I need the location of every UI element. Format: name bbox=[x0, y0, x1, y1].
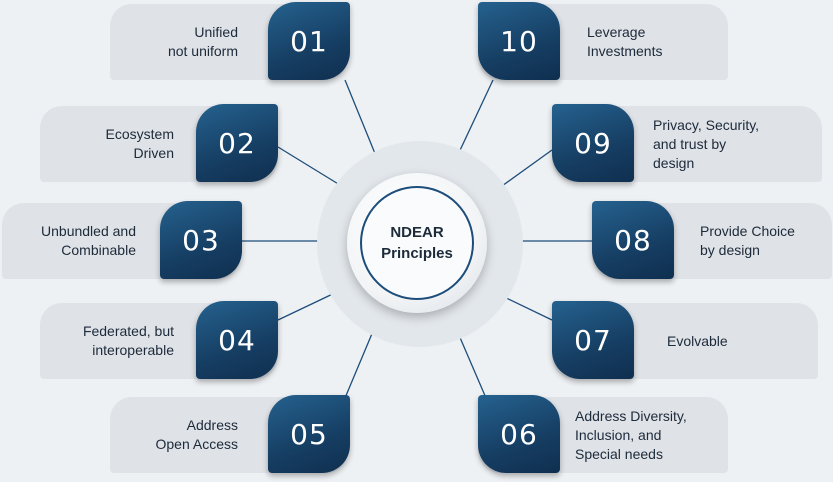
principle-label-line: Address Diversity, bbox=[575, 407, 687, 424]
principle-label-line: Open Access bbox=[155, 436, 239, 452]
principle-label-line: Driven bbox=[133, 145, 174, 161]
principle-label-line: by design bbox=[700, 242, 760, 258]
principle-label-line: Special needs bbox=[575, 445, 663, 462]
principle-number-07: 07 bbox=[552, 301, 634, 379]
principle-label-line: Privacy, Security, bbox=[653, 116, 760, 133]
principle-label-line: design bbox=[653, 154, 695, 171]
principle-label-line: Unbundled and bbox=[41, 223, 136, 239]
principle-number-08: 08 bbox=[592, 201, 674, 279]
principle-label-line: Investments bbox=[587, 43, 663, 59]
principle-label-line: not uniform bbox=[167, 43, 238, 59]
principle-number-03: 03 bbox=[160, 201, 242, 279]
principle-label-line: Combinable bbox=[61, 242, 136, 258]
principle-label-line: Ecosystem bbox=[105, 126, 174, 142]
principle-label-line: Inclusion, and bbox=[575, 426, 662, 443]
principle-label-line: and trust by bbox=[653, 135, 727, 152]
principle-number-05: 05 bbox=[268, 395, 350, 473]
principle-number-10: 10 bbox=[478, 2, 560, 80]
principle-label: Evolvable bbox=[667, 303, 817, 379]
principle-label-line: interoperable bbox=[92, 342, 174, 358]
principle-number-09: 09 bbox=[552, 104, 634, 182]
principle-number-02: 02 bbox=[196, 104, 278, 182]
center-title: NDEAR Principles bbox=[381, 224, 453, 262]
principle-label-line: Address bbox=[186, 417, 238, 433]
principle-number-04: 04 bbox=[196, 301, 278, 379]
principle-label-line: Provide Choice bbox=[700, 223, 795, 239]
principle-label: Privacy, Security, and trust by design bbox=[653, 106, 803, 182]
principle-label: Provide Choice by design bbox=[700, 203, 830, 279]
principle-label-line: Leverage bbox=[587, 24, 646, 40]
center-title-ring: NDEAR Principles bbox=[360, 186, 474, 300]
principle-label-line: Federated, but bbox=[82, 323, 174, 339]
principle-label-line: Evolvable bbox=[667, 332, 728, 349]
principle-label-line: Unified bbox=[194, 24, 238, 40]
principle-label: Federated, but interoperable bbox=[40, 303, 174, 379]
principle-number-06: 06 bbox=[478, 395, 560, 473]
principle-label: Unified not uniform bbox=[110, 4, 238, 80]
principle-number-01: 01 bbox=[268, 2, 350, 80]
